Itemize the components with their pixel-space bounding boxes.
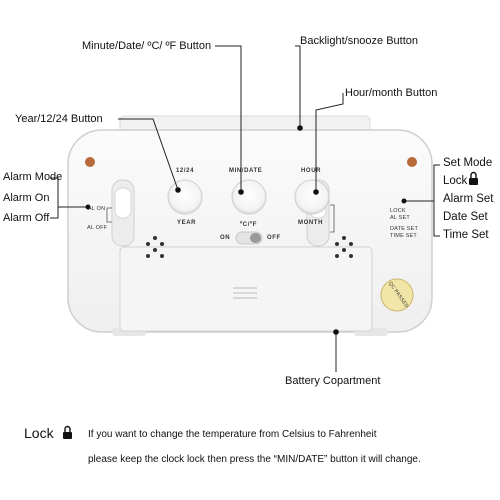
btn-month-label: MONTH xyxy=(298,220,323,226)
alarm-off-callout: Alarm Off xyxy=(3,212,50,224)
al-off-label: AL OFF xyxy=(87,225,108,231)
set-mode-callout: Set Mode xyxy=(443,157,493,169)
lock-small-label: LOCK xyxy=(390,208,406,214)
minute-date-callout: Minute/Date/ ºC/ ºF Button xyxy=(82,40,212,52)
lock-callout: Lock xyxy=(443,175,468,187)
hour-month-button[interactable] xyxy=(294,179,330,215)
temp-unit-switch-knob[interactable] xyxy=(250,233,261,243)
note-line-1: If you want to change the temperature fr… xyxy=(88,429,377,440)
backlight-callout: Backlight/snooze Button xyxy=(300,35,419,47)
al-set-small-label: AL SET xyxy=(390,215,410,221)
hanging-hole-left xyxy=(85,157,95,167)
alarm-mode-callout: Alarm Mode xyxy=(3,171,63,183)
time-set-small-label: TIME SET xyxy=(390,233,417,239)
al-on-label: AL ON xyxy=(88,206,106,212)
note-line-2: please keep the clock lock then press th… xyxy=(88,454,421,465)
speaker-grille-right xyxy=(335,236,353,258)
date-set-small-label: DATE SET xyxy=(390,226,419,232)
battery-callout: Battery Copartment xyxy=(285,375,381,387)
lock-icon xyxy=(469,171,478,185)
date-set-callout: Date Set xyxy=(443,211,488,223)
year-1224-callout: Year/12/24 Button xyxy=(15,113,103,125)
hanging-hole-right xyxy=(407,157,417,167)
switch-on-label: ON xyxy=(220,235,231,241)
btn-mindate-label: MIN/DATE xyxy=(229,168,263,174)
note-title: Lock xyxy=(24,425,54,441)
alarm-set-callout: Alarm Set xyxy=(443,193,494,205)
btn-year-label: YEAR xyxy=(177,220,197,226)
time-set-callout: Time Set xyxy=(443,229,489,241)
hour-month-callout: Hour/month Button xyxy=(345,87,438,99)
switch-off-label: OFF xyxy=(267,235,281,241)
lock-icon-note xyxy=(63,425,72,439)
btn-hour-label: HOUR xyxy=(301,168,322,174)
battery-compartment xyxy=(119,246,373,332)
alarm-on-callout: Alarm On xyxy=(3,192,50,204)
temp-unit-label: ºC/ºF xyxy=(240,222,258,228)
qc-sticker xyxy=(380,278,414,312)
min-date-button[interactable] xyxy=(231,179,267,215)
alarm-mode-switch-knob[interactable] xyxy=(114,187,132,219)
year-1224-button[interactable] xyxy=(167,179,203,215)
speaker-grille-left xyxy=(146,236,164,258)
btn-1224-label: 12/24 xyxy=(176,168,195,174)
